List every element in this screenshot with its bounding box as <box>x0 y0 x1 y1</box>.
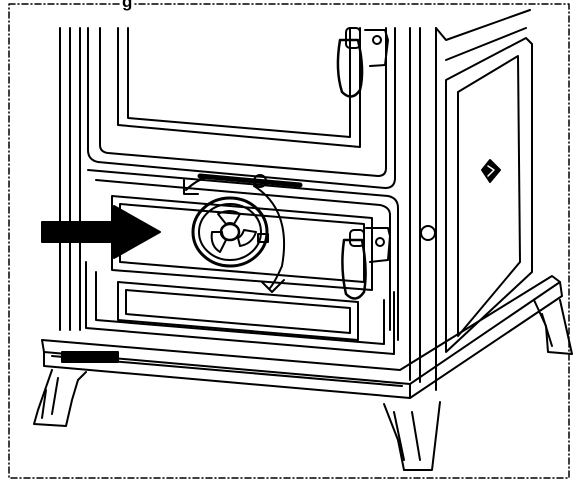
base-plinth <box>41 275 563 399</box>
lower-ash-drawer <box>85 261 395 355</box>
side-panel <box>409 9 533 391</box>
dashed-border <box>8 3 570 479</box>
body-left-side <box>59 27 81 331</box>
arrow-pointing-right-icon <box>41 205 161 259</box>
maker-plate <box>61 351 119 363</box>
lower-handle <box>341 227 391 300</box>
legs <box>33 299 573 471</box>
upper-door-handle <box>336 27 389 98</box>
caption-fragment: g <box>120 0 135 12</box>
regulator-panel <box>87 169 399 341</box>
air-regulator-wheel <box>191 196 269 268</box>
rotation-arrows <box>183 175 286 293</box>
emblem-icon <box>481 159 501 183</box>
side-knob <box>420 225 436 241</box>
upper-glass-door <box>87 27 396 189</box>
